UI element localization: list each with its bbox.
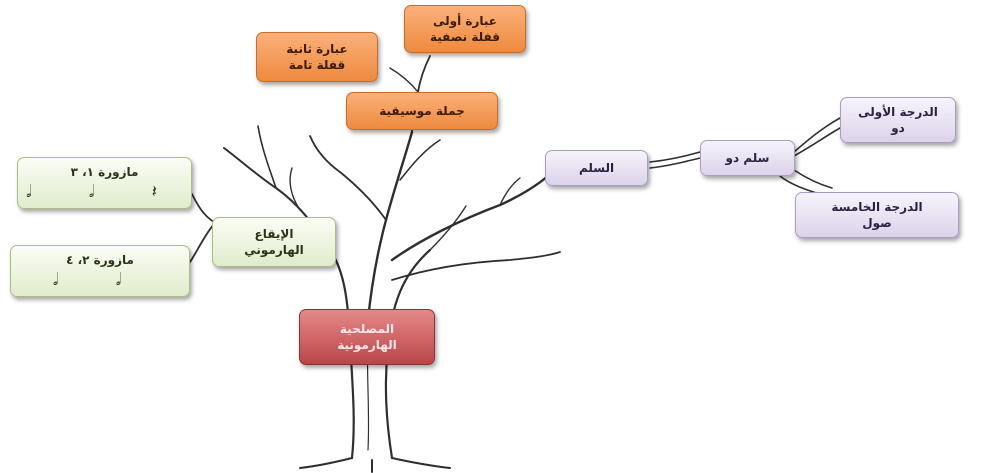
scale-label: السلم: [578, 160, 615, 175]
degree-fifth-title: الدرجة الخامسة: [831, 199, 923, 214]
phrase-second-cadence: قفلة تامة: [288, 58, 346, 72]
degree-fifth-box: الدرجة الخامسة صول: [795, 192, 959, 238]
root-title: المصلحية: [339, 321, 395, 336]
measure-2-4-notes: 𝅗𝅥 𝅗𝅥: [52, 269, 148, 290]
branch-up-left: [309, 135, 387, 221]
phrase-box: جملة موسيقية: [346, 92, 498, 130]
branch-up-main: [366, 130, 414, 322]
measure-1-3-box: مازورة ١، ٣ 𝅗𝅥 𝅗𝅥 𝄽: [17, 157, 192, 209]
phrase-label: جملة موسيقية: [379, 103, 465, 118]
phrase-first-title: عبارة أولى: [433, 13, 497, 28]
phrase-first-box: عبارة أولى قفلة نصفية: [404, 5, 526, 53]
link-scale-do: [649, 151, 701, 169]
root-subtitle: الهارمونية: [337, 338, 397, 352]
measure-1-3-label: مازورة ١، ٣: [70, 164, 139, 179]
rhythm-box: الإيقاع الهارموني: [212, 217, 336, 267]
phrase-first-cadence: قفلة نصفية: [430, 30, 500, 44]
branch-right-twig: [499, 177, 521, 206]
phrase-second-box: عبارة ثانية قفلة تامة: [256, 32, 378, 82]
rhythm-subtitle: الهارموني: [244, 243, 304, 257]
branch-left-to-measures: [189, 193, 215, 263]
degree-first-title: الدرجة الأولى: [858, 104, 938, 119]
degree-first-note: دو: [891, 121, 905, 135]
rhythm-title: الإيقاع: [254, 226, 294, 241]
scale-box: السلم: [545, 150, 648, 186]
root-lines: [299, 457, 451, 473]
branch-right-lower: [391, 251, 561, 281]
measure-1-3-notes: 𝅗𝅥 𝅗𝅥 𝄽: [26, 181, 183, 202]
root-box: المصلحية الهارمونية: [299, 309, 435, 365]
branch-right-main: [390, 174, 550, 262]
measure-2-4-box: مازورة ٢، ٤ 𝅗𝅥 𝅗𝅥: [10, 245, 190, 297]
branch-up-right: [399, 139, 441, 181]
link-do-first: [793, 117, 841, 157]
branch-left-twig-1: [257, 125, 277, 189]
branch-left-twig-2: [289, 167, 301, 211]
measure-2-4-label: مازورة ٢، ٤: [66, 252, 134, 267]
scale-do-label: سلم دو: [725, 150, 770, 165]
branch-right-sub: [429, 205, 467, 251]
degree-fifth-note: صول: [862, 216, 892, 230]
scale-do-box: سلم دو: [700, 140, 795, 176]
branch-phrase-fork: [389, 67, 419, 93]
phrase-second-title: عبارة ثانية: [286, 41, 348, 56]
degree-first-box: الدرجة الأولى دو: [840, 97, 956, 143]
